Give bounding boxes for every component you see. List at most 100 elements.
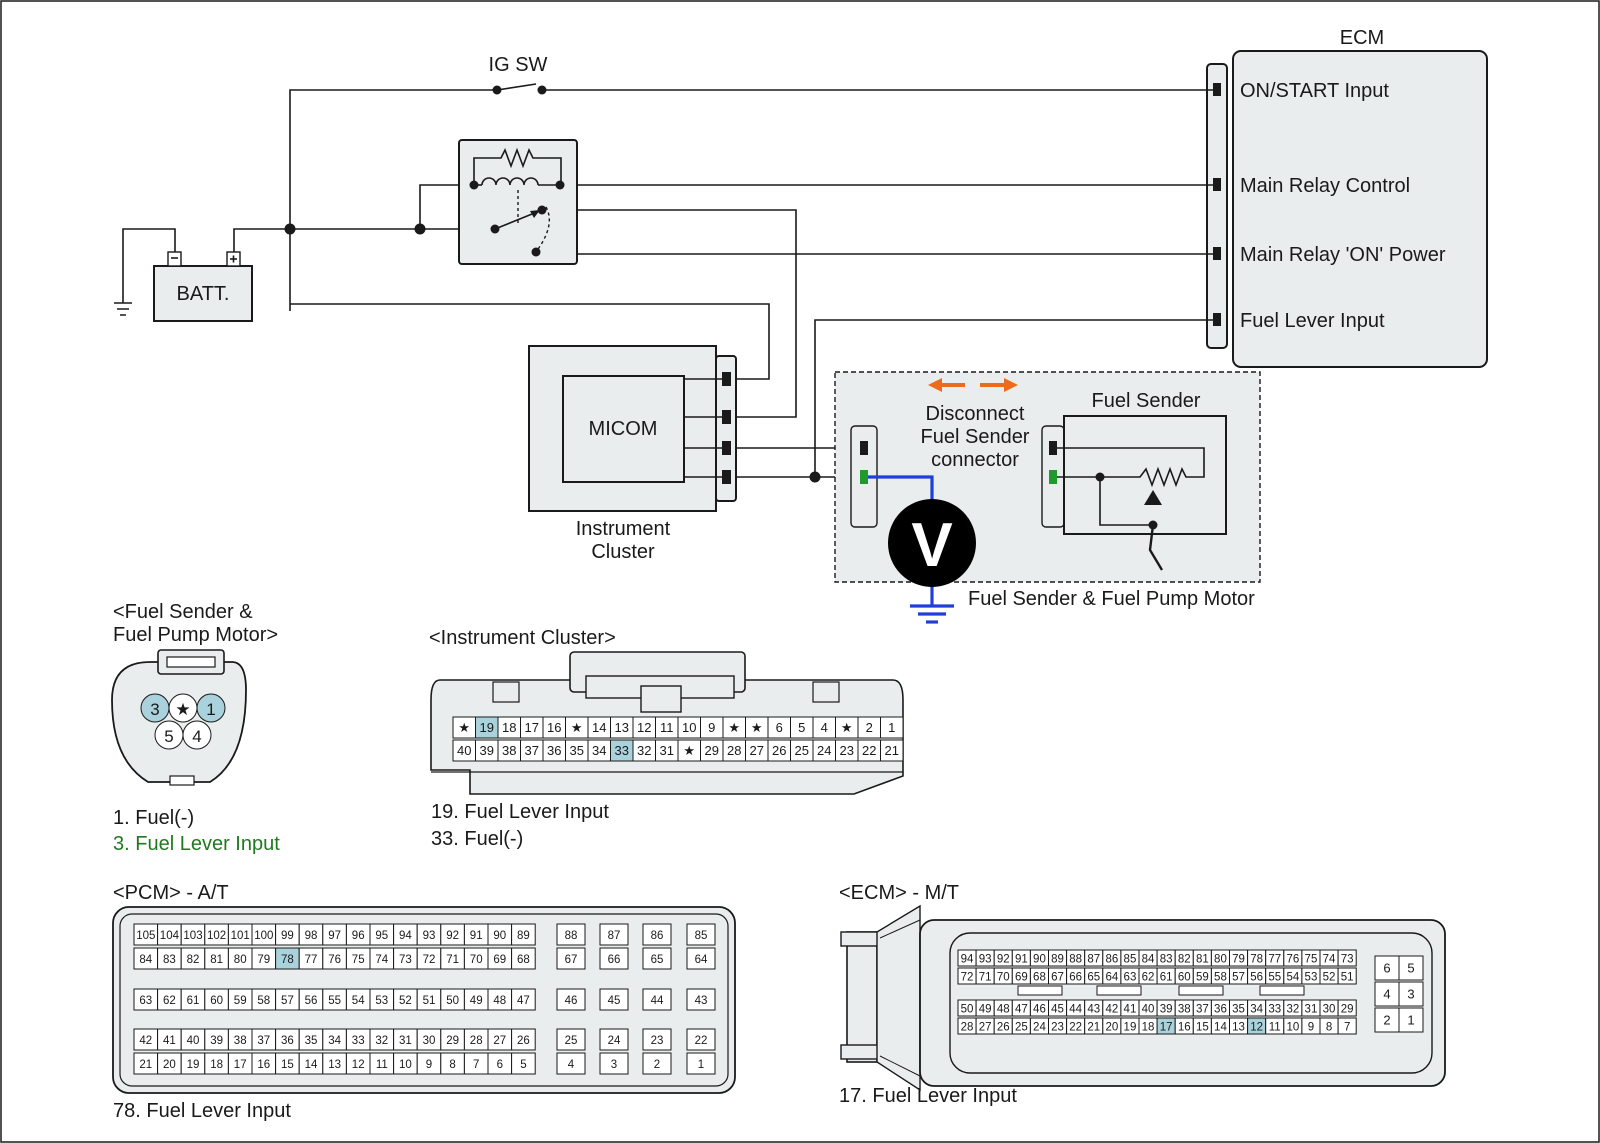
instrument-connector-title: <Instrument Cluster> — [429, 627, 616, 649]
ecm-pin-36: 36 — [1210, 999, 1231, 1017]
svg-text:55: 55 — [1268, 972, 1281, 984]
svg-text:13: 13 — [328, 1059, 341, 1071]
pcm-pin-23: 23 — [642, 1028, 672, 1051]
ic-pin-6: 6 — [767, 716, 791, 739]
svg-text:22: 22 — [695, 1035, 708, 1047]
ecm-pin-23: 23 — [1048, 1017, 1068, 1035]
pcm-pin-30: 30 — [416, 1028, 442, 1051]
pcm-pin-63: 63 — [133, 988, 159, 1011]
svg-text:68: 68 — [1033, 972, 1046, 984]
svg-text:94: 94 — [961, 954, 974, 966]
ecm-pin-21: 21 — [1084, 1017, 1104, 1035]
pcm-pin-99: 99 — [275, 923, 300, 946]
svg-text:22: 22 — [862, 743, 876, 758]
svg-text:59: 59 — [234, 995, 247, 1007]
svg-text:19: 19 — [480, 720, 494, 735]
pcm-pin-50: 50 — [440, 988, 465, 1011]
pcm-pin-96: 96 — [345, 923, 371, 946]
ecm-pin-53: 53 — [1301, 967, 1321, 985]
pcm-pin-19: 19 — [180, 1052, 206, 1075]
ecm-pin-22: 22 — [1066, 1017, 1086, 1035]
svg-text:1: 1 — [888, 720, 895, 735]
ecm-pin-69: 69 — [1011, 967, 1031, 985]
svg-text:39: 39 — [480, 743, 494, 758]
pcm-pin-74: 74 — [369, 947, 395, 970]
ic-pin-12: 12 — [632, 716, 656, 739]
svg-text:9: 9 — [426, 1059, 432, 1071]
svg-text:12: 12 — [352, 1059, 365, 1071]
main-relay — [458, 139, 578, 265]
fs-note-1: 1. Fuel(-) — [113, 807, 194, 829]
ic-pin-24: 24 — [812, 739, 836, 762]
svg-text:96: 96 — [352, 930, 365, 942]
pcm-pin-72: 72 — [416, 947, 442, 970]
svg-text:21: 21 — [1087, 1022, 1100, 1034]
svg-text:35: 35 — [570, 743, 584, 758]
ecm-pin-73: 73 — [1337, 949, 1357, 967]
pcm-pin-26: 26 — [511, 1028, 536, 1051]
pcm-pin-85: 85 — [686, 923, 716, 946]
ecm-pin-32: 32 — [1283, 999, 1303, 1017]
svg-text:105: 105 — [136, 930, 155, 942]
svg-text:61: 61 — [1160, 972, 1173, 984]
svg-text:18: 18 — [210, 1059, 223, 1071]
ic-pin-40: 40 — [452, 739, 476, 762]
ecm-pin-6: 6 — [1374, 955, 1400, 981]
pcm-pin-47: 47 — [511, 988, 536, 1011]
svg-text:34: 34 — [328, 1035, 341, 1047]
svg-text:53: 53 — [375, 995, 388, 1007]
svg-text:35: 35 — [305, 1035, 318, 1047]
svg-text:19: 19 — [1124, 1022, 1137, 1034]
svg-text:80: 80 — [234, 954, 247, 966]
svg-text:★: ★ — [683, 743, 695, 758]
ecm-pin-25: 25 — [1011, 1017, 1031, 1035]
ecm-connector-title: <ECM> - M/T — [839, 882, 959, 904]
svg-text:65: 65 — [651, 954, 664, 966]
ecm-pin-2: 2 — [1374, 1007, 1400, 1033]
svg-text:25: 25 — [1015, 1022, 1028, 1034]
ecm-pin-48: 48 — [993, 999, 1013, 1017]
svg-text:25: 25 — [795, 743, 809, 758]
svg-text:74: 74 — [1323, 954, 1336, 966]
svg-text:11: 11 — [376, 1059, 388, 1071]
fuel-sender-connector: <Fuel Sender & Fuel Pump Motor> 3 ★ 1 5 … — [111, 601, 280, 855]
pcm-pin-104: 104 — [157, 923, 182, 946]
ecm-module: ECM ON/START Input Main Relay Control Ma… — [1206, 27, 1488, 368]
ecm-pin-33: 33 — [1265, 999, 1285, 1017]
ecm-key-slot — [1178, 985, 1224, 996]
pcm-pin-69: 69 — [487, 947, 513, 970]
ecm-pin-93: 93 — [975, 949, 995, 967]
svg-text:47: 47 — [517, 995, 530, 1007]
svg-text:26: 26 — [772, 743, 786, 758]
ecm-pin-35: 35 — [1229, 999, 1249, 1017]
ecm-pin-40: 40 — [1138, 999, 1158, 1017]
svg-text:17: 17 — [1160, 1022, 1173, 1034]
pcm-pin-86: 86 — [642, 923, 672, 946]
pcm-pin-28: 28 — [463, 1028, 489, 1051]
ecm-pin-90: 90 — [1029, 949, 1050, 967]
svg-text:12: 12 — [637, 720, 651, 735]
ecm-pin-44: 44 — [1066, 999, 1086, 1017]
svg-text:95: 95 — [375, 930, 388, 942]
micom-label: MICOM — [589, 418, 658, 440]
ecm-pin-4: 4 — [1374, 981, 1400, 1007]
pcm-pin-88: 88 — [556, 923, 586, 946]
pcm-pin-15: 15 — [275, 1052, 300, 1075]
svg-text:37: 37 — [1196, 1004, 1209, 1016]
pcm-pin-12: 12 — [345, 1052, 371, 1075]
svg-text:10: 10 — [1286, 1022, 1299, 1034]
ecm-pin-29: 29 — [1337, 999, 1357, 1017]
svg-text:24: 24 — [1033, 1022, 1046, 1034]
svg-text:7: 7 — [1344, 1022, 1350, 1034]
svg-text:29: 29 — [1341, 1004, 1354, 1016]
svg-text:68: 68 — [517, 954, 530, 966]
svg-text:38: 38 — [234, 1035, 247, 1047]
ecm-pin-46: 46 — [1029, 999, 1050, 1017]
pcm-pin-38: 38 — [227, 1028, 253, 1051]
svg-text:6: 6 — [1383, 961, 1390, 976]
svg-text:33: 33 — [615, 743, 629, 758]
svg-text:18: 18 — [502, 720, 516, 735]
svg-text:66: 66 — [608, 954, 621, 966]
ecm-pin-main-relay-power: Main Relay 'ON' Power — [1240, 244, 1446, 266]
svg-text:41: 41 — [1124, 1004, 1137, 1016]
